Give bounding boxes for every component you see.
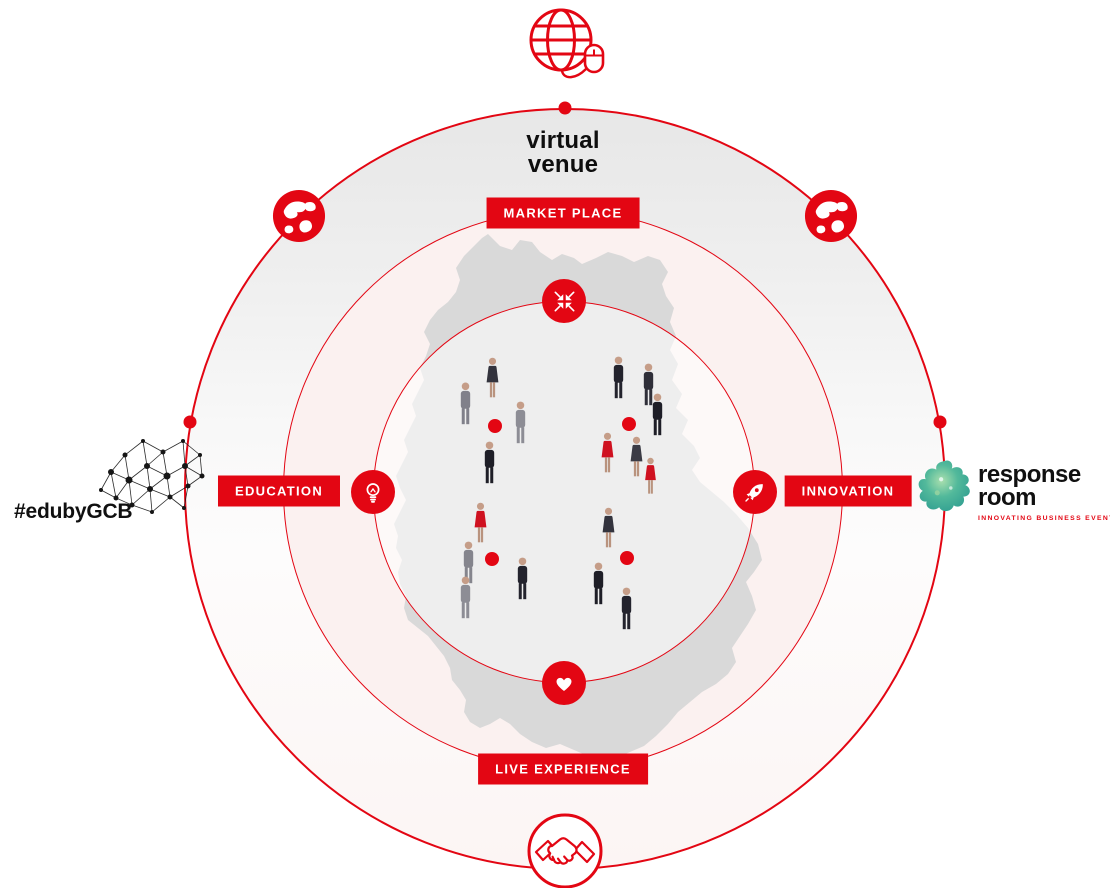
inner-ring [373, 301, 755, 683]
response-room-logo: response room INNOVATING BUSINESS EVENTS [916, 458, 1110, 522]
network-graph [99, 439, 205, 514]
education-node [351, 470, 395, 514]
ring-dot-right [933, 415, 947, 429]
banner-innovation: INNOVATION [784, 475, 912, 507]
handshake-icon [527, 813, 603, 888]
response-room-line-2: room [978, 483, 1037, 511]
lightbulb-icon [366, 483, 380, 503]
response-room-wordmark: response room INNOVATING BUSINESS EVENTS [978, 458, 1110, 522]
globe-with-mouse-icon [529, 8, 605, 79]
heart-icon [556, 677, 572, 691]
response-room-tagline: INNOVATING BUSINESS EVENTS [978, 514, 1110, 522]
globe-icon [272, 189, 326, 243]
diagram-title: virtual venue [526, 127, 600, 179]
market-place-node [542, 279, 586, 323]
globe-icon [804, 189, 858, 243]
converge-arrows-icon [554, 291, 574, 311]
title-line-1: virtual [526, 127, 600, 154]
banner-education: EDUCATION [217, 475, 341, 507]
ring-dot-left [183, 415, 197, 429]
eduby-gcb-logo: #edubyGCB [14, 500, 133, 523]
response-room-line-1: response [978, 461, 1081, 488]
banner-market-place: MARKET PLACE [486, 197, 640, 229]
ring-dot-top [558, 101, 572, 115]
banner-live-experience: LIVE EXPERIENCE [478, 753, 648, 785]
rocket-icon [745, 484, 763, 502]
title-line-2: venue [527, 151, 599, 179]
innovation-node [733, 470, 777, 514]
paint-splash-icon [918, 460, 970, 512]
live-experience-node [542, 661, 586, 705]
